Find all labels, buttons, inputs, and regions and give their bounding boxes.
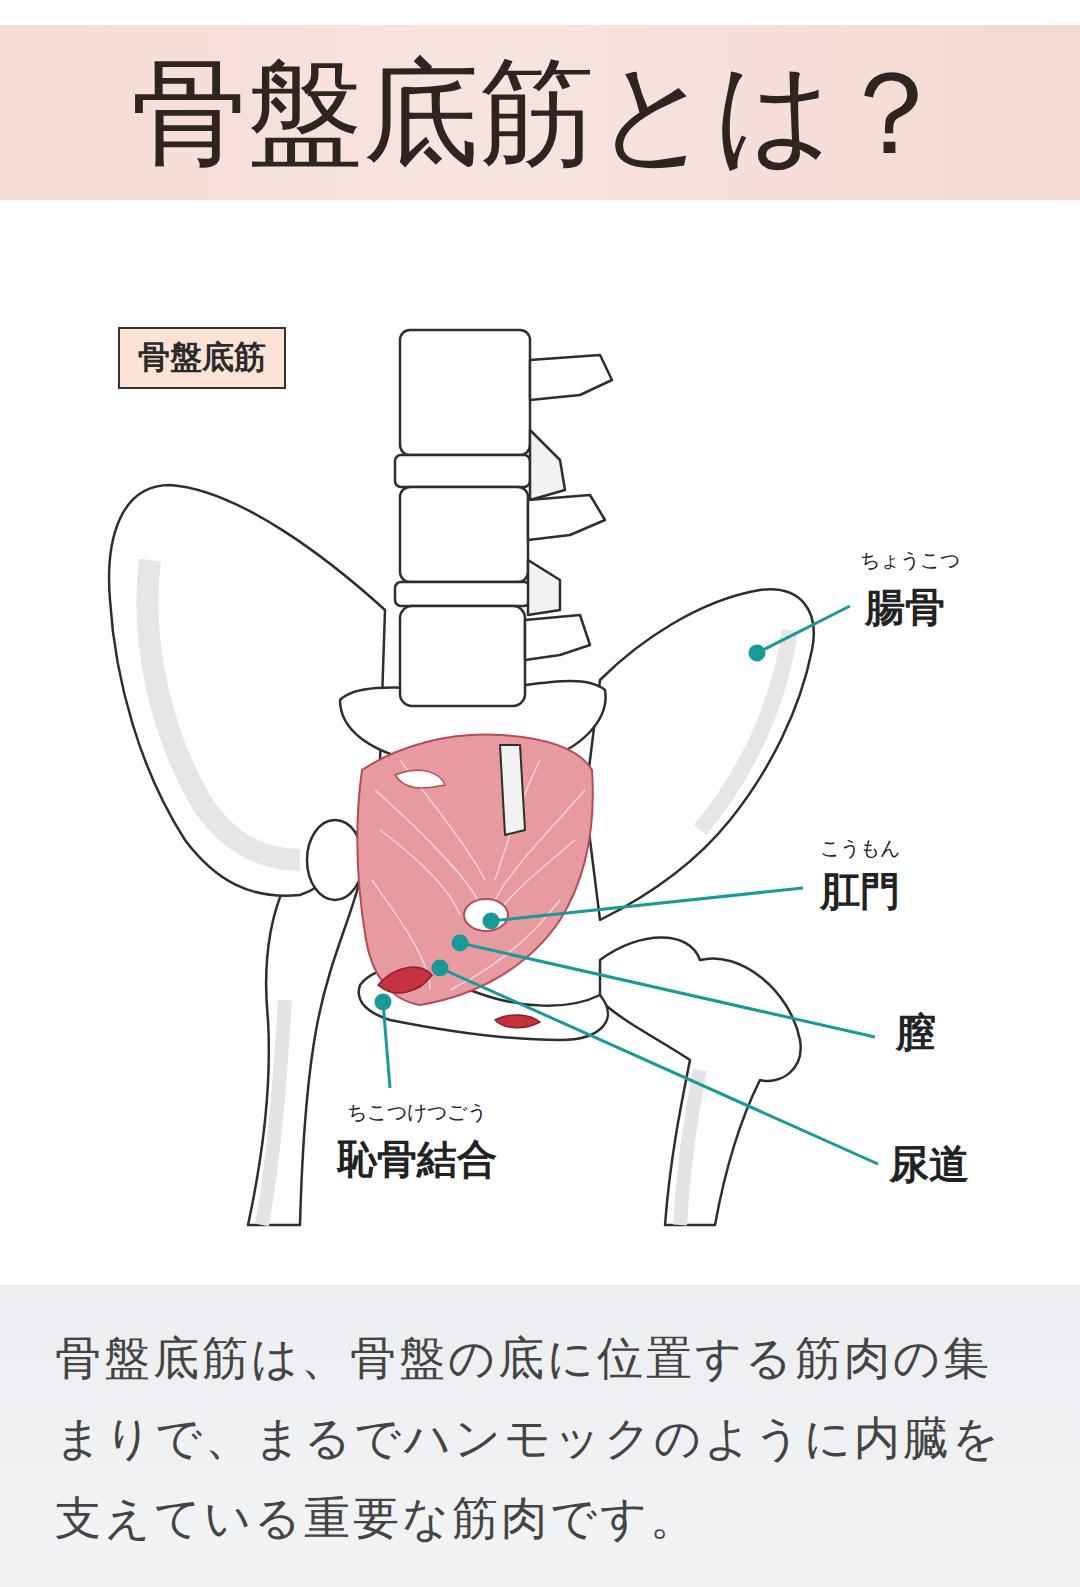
part-label: 尿道: [889, 1142, 969, 1186]
part-label: 膣: [896, 1010, 936, 1054]
caption: 骨盤底筋は、骨盤の底に位置する筋肉の集まりで、まるでハンモックのように内臓を支え…: [55, 1318, 1030, 1558]
furigana: ちこつけつごう: [347, 1101, 487, 1123]
tag-box: 骨盤底筋: [118, 327, 286, 389]
part-label: 肛門: [820, 869, 900, 913]
tag-text: 骨盤底筋: [138, 337, 266, 379]
part-label: 恥骨結合: [337, 1137, 497, 1181]
furigana: こうもん: [820, 837, 900, 859]
part-label: 腸骨: [865, 585, 945, 629]
title: 骨盤底筋とは？: [0, 30, 1080, 195]
furigana: ちょうこつ: [860, 549, 960, 571]
